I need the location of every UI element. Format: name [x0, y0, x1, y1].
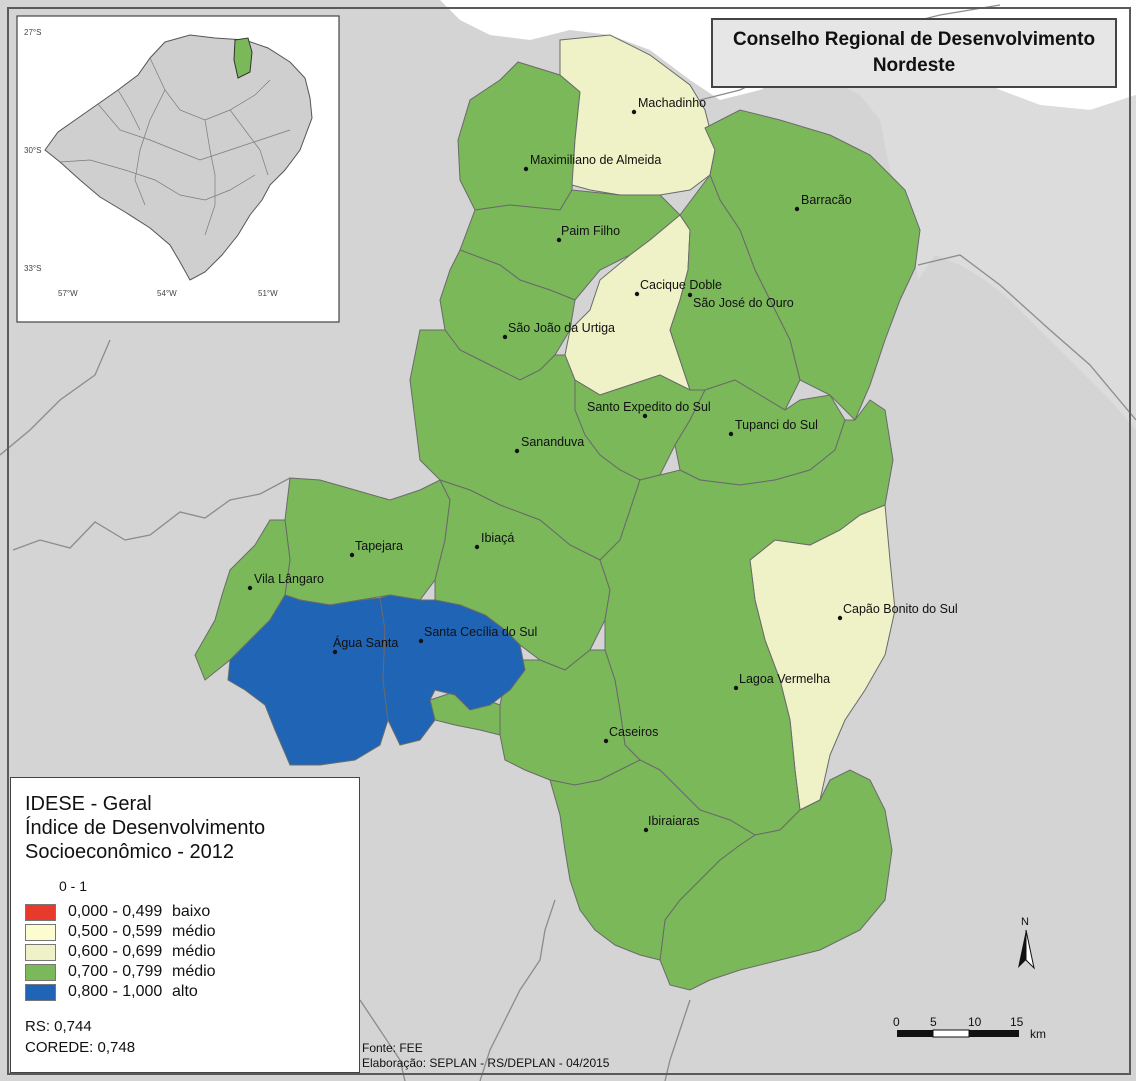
scale-tick-15: 15 [1010, 1015, 1024, 1029]
legend-item: 0,700 - 0,799 médio [25, 962, 359, 982]
place-dots [247, 109, 843, 833]
legend-item: 0,500 - 0,599 médio [25, 922, 359, 942]
legend-footer: RS: 0,744 COREDE: 0,748 [25, 1016, 359, 1058]
label-sananduva: Sananduva [521, 435, 584, 449]
scale-tick-5: 5 [930, 1015, 937, 1029]
label-tapejara: Tapejara [355, 539, 403, 553]
legend-item-label: médio [172, 943, 216, 960]
label-vila-langaro: Vila Lângaro [254, 572, 324, 586]
legend-swatch-medio-high [25, 963, 56, 981]
label-machadinho: Machadinho [638, 96, 706, 110]
legend-corede-value: COREDE: 0,748 [25, 1039, 136, 1056]
legend: IDESE - Geral Índice de Desenvolvimento … [10, 777, 360, 1073]
municipalities [194, 34, 921, 991]
inset-lat-30: 30°S [24, 146, 41, 155]
source-line-2: Elaboração: SEPLAN - RS/DEPLAN - 04/2015 [362, 1056, 610, 1070]
label-paim-filho: Paim Filho [561, 224, 620, 238]
legend-item-label: médio [172, 963, 216, 980]
inset-state-shape [44, 34, 313, 281]
label-ibiraiaras: Ibiraiaras [648, 814, 699, 828]
label-ibiaca: Ibiaçá [481, 531, 514, 545]
inset-highlight-region [233, 37, 253, 79]
legend-swatch-medio-low [25, 923, 56, 941]
place-labels: Machadinho Maximiliano de Almeida Barrac… [254, 96, 958, 828]
inset-lon-54: 54°W [157, 289, 177, 298]
legend-item-range: 0,800 - 1,000 [68, 983, 163, 1000]
scale-tick-0: 0 [893, 1015, 900, 1029]
map-title-line2: Nordeste [872, 55, 956, 76]
legend-item-label: baixo [172, 903, 211, 920]
legend-item-label: alto [172, 983, 198, 1000]
source-note: Fonte: FEE Elaboração: SEPLAN - RS/DEPLA… [362, 1041, 609, 1071]
north-arrow-icon: N [1018, 916, 1035, 970]
label-capao-bonito-do-sul: Capão Bonito do Sul [843, 602, 958, 616]
label-agua-santa: Água Santa [333, 635, 398, 650]
scale-bar: 0 5 10 15 km [893, 1015, 1046, 1041]
inset-lat-27: 27°S [24, 28, 41, 37]
label-tupanci-do-sul: Tupanci do Sul [735, 418, 818, 432]
map-title-box: Conselho Regional de Desenvolvimento Nor… [711, 18, 1117, 88]
label-santa-cecilia-do-sul: Santa Cecília do Sul [424, 625, 537, 639]
label-santo-expedito-do-sul: Santo Expedito do Sul [587, 400, 711, 414]
label-lagoa-vermelha: Lagoa Vermelha [739, 672, 830, 686]
legend-item-range: 0,600 - 0,699 [68, 943, 163, 960]
scale-tick-10: 10 [968, 1015, 982, 1029]
label-sao-jose-do-ouro: São José do Ouro [693, 296, 794, 310]
legend-swatch-baixo [25, 903, 56, 921]
legend-title-3: Socioeconômico - 2012 [25, 841, 235, 863]
legend-item-range: 0,000 - 0,499 [68, 903, 163, 920]
map-title-line1: Conselho Regional de Desenvolvimento [732, 29, 1096, 51]
legend-rs-value: RS: 0,744 [25, 1018, 92, 1035]
label-cacique-doble: Cacique Doble [640, 278, 722, 292]
inset-region-lines [59, 57, 291, 236]
locator-inset: 27°S 30°S 33°S 57°W 54°W 51°W [16, 15, 340, 323]
inset-lat-33: 33°S [24, 264, 41, 273]
legend-item-label: médio [172, 923, 216, 940]
legend-item-range: 0,500 - 0,599 [68, 923, 163, 940]
legend-swatch-alto [25, 983, 56, 1001]
source-line-1: Fonte: FEE [362, 1041, 423, 1055]
inset-lon-51: 51°W [258, 289, 278, 298]
label-sao-joao-da-urtiga: São João da Urtiga [508, 321, 615, 335]
area-santa-cecilia-do-sul [379, 594, 526, 746]
north-label: N [1021, 916, 1029, 928]
legend-range: 0 - 1 [59, 878, 88, 894]
scale-unit: km [1030, 1027, 1046, 1041]
legend-item: 0,600 - 0,699 médio [25, 942, 359, 962]
label-barracao: Barracão [801, 193, 852, 207]
label-maximiliano-de-almeida: Maximiliano de Almeida [530, 153, 661, 167]
legend-title-1: IDESE - Geral [25, 793, 152, 815]
area-machadinho [559, 34, 716, 196]
area-agua-santa [227, 594, 389, 766]
area-ibiraiaras [549, 759, 756, 961]
legend-item: 0,000 - 0,499 baixo [25, 902, 359, 922]
label-caseiros: Caseiros [609, 725, 658, 739]
legend-swatch-medio-mid [25, 943, 56, 961]
legend-item: 0,800 - 1,000 alto [25, 982, 359, 1002]
legend-title-2: Índice de Desenvolvimento [25, 817, 266, 839]
inset-lon-57: 57°W [58, 289, 78, 298]
legend-item-range: 0,700 - 0,799 [68, 963, 163, 980]
